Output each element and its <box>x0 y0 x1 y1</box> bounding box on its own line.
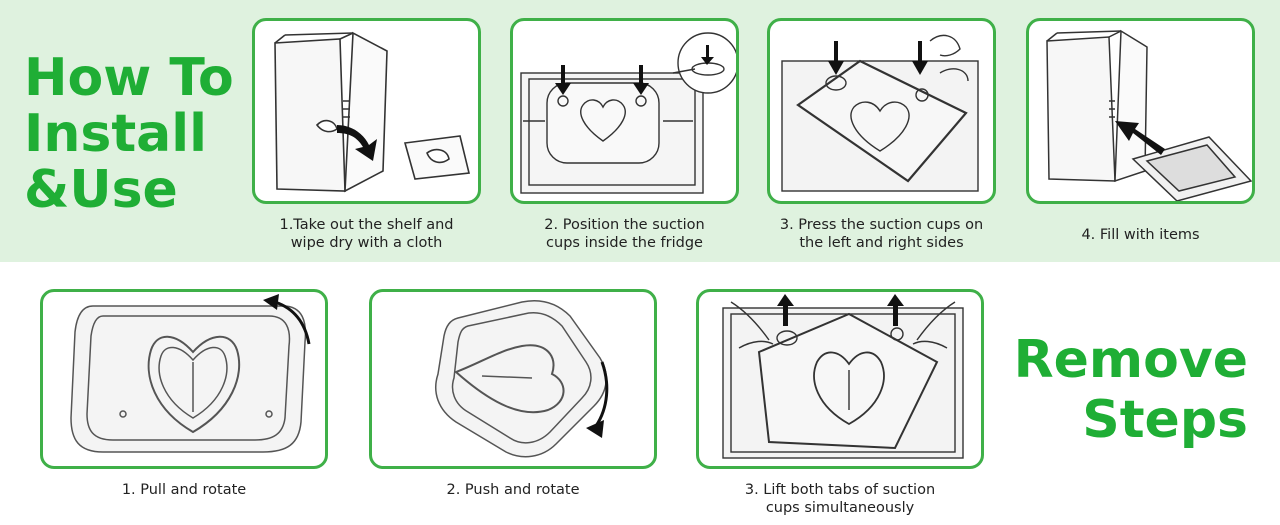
install-step-4-panel <box>1026 18 1255 204</box>
install-step-2-caption: 2. Position the suction cups inside the … <box>544 217 705 251</box>
fridge-fill-icon <box>1046 29 1252 201</box>
install-step-2-panel <box>510 18 739 204</box>
install-step-3-caption: 3. Press the suction cups on the left an… <box>779 217 984 251</box>
remove-title: Remove Steps <box>1008 334 1248 454</box>
install-title-line-3: &Use <box>24 160 178 220</box>
install-step-1-panel <box>252 18 481 204</box>
remove-step-1-panel <box>40 289 328 469</box>
install-step-4-caption: 4. Fill with items <box>1081 227 1200 243</box>
install-title-line-2: Install <box>24 104 207 164</box>
pull-rotate-icon <box>70 294 311 453</box>
lift-tabs-icon <box>722 294 964 459</box>
press-cups-icon <box>781 34 979 192</box>
fridge-wipe-icon <box>274 31 470 193</box>
install-title-line-1: How To <box>24 48 234 108</box>
suction-position-icon <box>520 32 736 194</box>
install-step-1-caption: 1.Take out the shelf and wipe dry with a… <box>279 217 454 251</box>
install-step-3-panel <box>767 18 996 204</box>
remove-title-line-1: Remove <box>1013 330 1248 390</box>
remove-step-3-panel <box>696 289 984 469</box>
remove-step-2-panel <box>369 289 657 469</box>
remove-step-2-caption: 2. Push and rotate <box>446 482 580 498</box>
remove-step-3-caption: 3. Lift both tabs of suction cups simult… <box>744 482 936 516</box>
remove-step-1-caption: 1. Pull and rotate <box>121 482 247 498</box>
push-rotate-icon <box>435 300 609 458</box>
install-title: How To Install &Use <box>24 52 234 220</box>
remove-title-line-2: Steps <box>1082 390 1248 450</box>
